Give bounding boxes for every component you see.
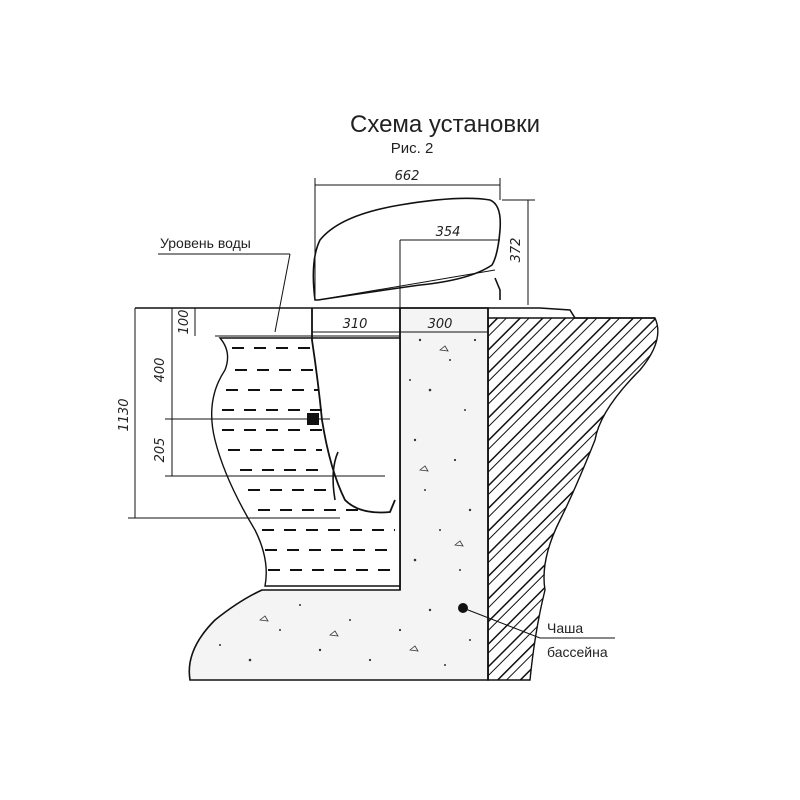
dim-1130-text: 1130 (117, 398, 132, 431)
dim-300-text: 300 (428, 317, 453, 332)
dim-100-text: 100 (177, 310, 192, 335)
unit-jet (307, 413, 319, 425)
pool-bowl-label-1: Чаша (547, 620, 583, 636)
dim-310-text: 310 (343, 317, 368, 332)
pool-bowl-label-2: бассейна (547, 644, 608, 660)
unit-head-tip (494, 277, 501, 300)
dim-372-text: 372 (509, 238, 524, 263)
deck-edge (539, 307, 655, 319)
dim-662-text: 662 (395, 169, 420, 184)
ground-hatch (487, 317, 659, 681)
unit-body (311, 308, 396, 514)
dim-205-text: 205 (153, 438, 168, 463)
concrete-speckles (219, 338, 477, 666)
diagram-title: Схема установки (350, 111, 540, 138)
dim-400-text: 400 (153, 358, 168, 383)
unit-nozzle (332, 451, 339, 501)
dim-354-text: 354 (436, 225, 461, 240)
water-level-label: Уровень воды (160, 235, 251, 251)
unit-head-lower-edge (317, 269, 496, 301)
figure-number: Рис. 2 (391, 140, 434, 157)
unit-head (312, 197, 502, 301)
water-level-leader (274, 253, 291, 333)
pool-bowl-leader (462, 607, 541, 639)
concrete-wall (188, 307, 489, 681)
water-lines (222, 347, 395, 571)
water-body (210, 337, 401, 587)
